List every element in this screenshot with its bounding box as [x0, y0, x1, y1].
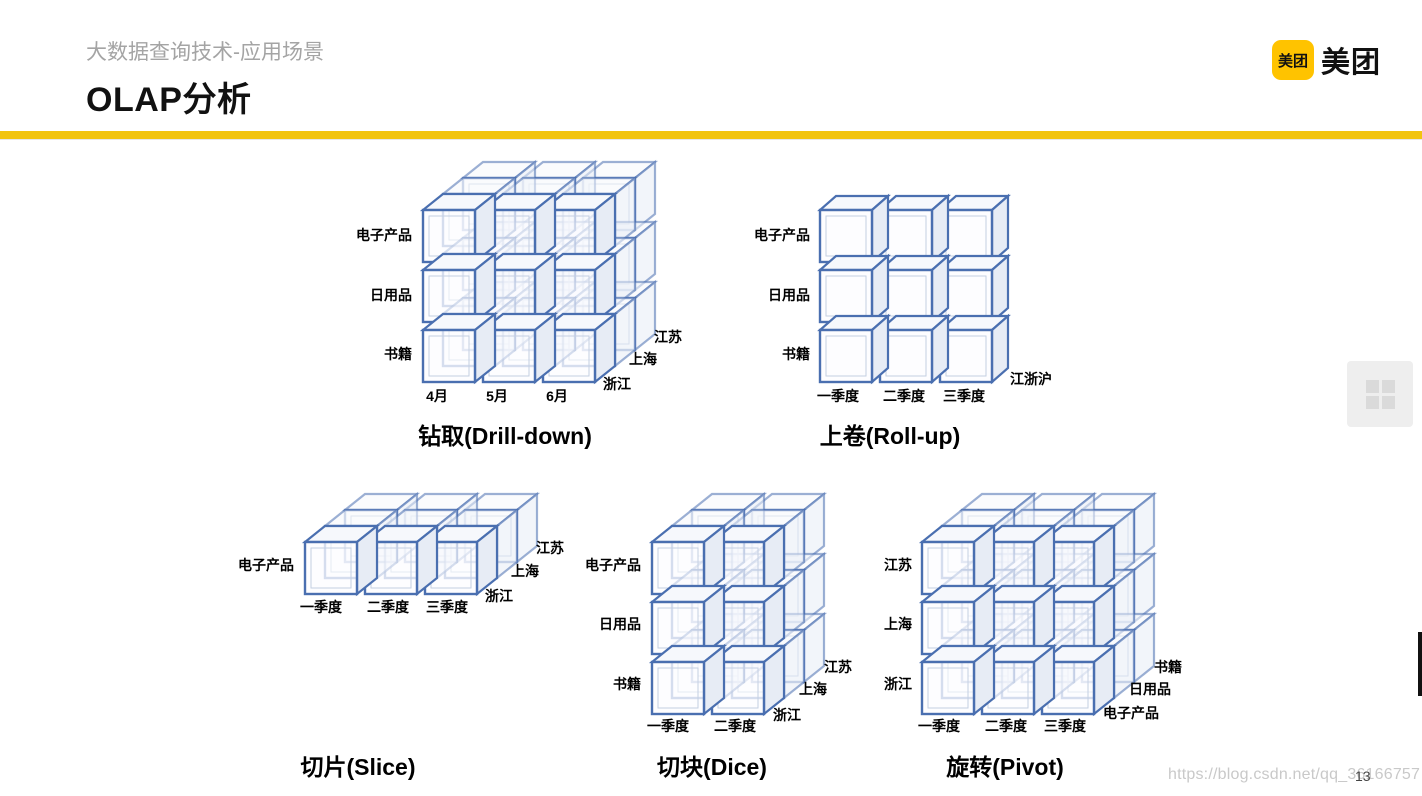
cube-cell: [937, 313, 1011, 385]
col-label: 5月: [486, 388, 508, 404]
col-label: 二季度: [367, 599, 410, 615]
header-accent-bar: [0, 131, 1422, 139]
depth-label: 上海: [629, 351, 657, 367]
depth-label: 日用品: [1129, 681, 1171, 697]
cube-cell: [817, 253, 891, 325]
cube-front-face: [650, 660, 706, 716]
cube-slice: [301, 491, 541, 597]
cube-cell: [817, 193, 891, 265]
cube-cell: [877, 313, 951, 385]
cube-front-face: [818, 268, 874, 324]
cube-inner-line: [657, 667, 699, 709]
page-number: 13: [1355, 768, 1371, 784]
cube-cell: [918, 523, 998, 597]
cube-cell: [648, 583, 728, 657]
cube-cell: [419, 311, 499, 385]
edge-scroll-marker: [1418, 632, 1422, 696]
depth-label: 江浙沪: [1010, 371, 1052, 387]
cube-roll-up: [817, 193, 1011, 385]
cube-cell: [817, 313, 891, 385]
cube-front-face: [920, 660, 976, 716]
row-label: 江苏: [884, 557, 912, 573]
cube-front-face: [818, 328, 874, 384]
logo-badge: 美团: [1272, 40, 1314, 80]
row-label: 日用品: [370, 287, 412, 303]
col-label: 4月: [426, 388, 448, 404]
depth-label: 浙江: [603, 376, 631, 392]
depth-label: 浙江: [485, 588, 513, 604]
col-label: 二季度: [714, 718, 757, 734]
grid-view-button[interactable]: [1347, 361, 1413, 427]
cube-cell: [708, 643, 788, 717]
logo-text: 美团: [1321, 47, 1382, 79]
depth-label: 书籍: [1154, 659, 1182, 675]
cube-inner-line: [428, 335, 470, 377]
cube-front-face: [818, 208, 874, 264]
cube-cell: [918, 583, 998, 657]
cube-pivot: [918, 491, 1158, 717]
cube-front-face: [421, 328, 477, 384]
cube-cell: [419, 191, 499, 265]
col-label: 一季度: [300, 599, 343, 615]
cube-cell: [479, 311, 559, 385]
row-label: 上海: [884, 616, 912, 632]
depth-label: 上海: [511, 563, 539, 579]
col-label: 三季度: [426, 599, 469, 615]
cube-inner-line: [927, 667, 969, 709]
cube-cell: [937, 193, 1011, 265]
cube-drill-down: [419, 159, 659, 385]
watermark: https://blog.csdn.net/qq_36166757: [1168, 766, 1421, 783]
cube-dice: [648, 491, 828, 717]
caption-dice: 切块(Dice): [657, 754, 767, 780]
col-label: 二季度: [985, 718, 1028, 734]
cube-cell: [877, 253, 951, 325]
col-label: 一季度: [647, 718, 690, 734]
col-label: 6月: [546, 388, 568, 404]
row-label: 日用品: [599, 616, 641, 632]
cube-cell: [978, 643, 1058, 717]
grid-icon: [1365, 379, 1395, 409]
row-label: 电子产品: [754, 227, 810, 243]
caption-roll-up: 上卷(Roll-up): [820, 423, 961, 449]
depth-label: 江苏: [654, 329, 682, 345]
cube-cell: [301, 523, 381, 597]
caption-drill-down: 钻取(Drill-down): [418, 423, 592, 449]
depth-label: 上海: [799, 681, 827, 697]
caption-slice: 切片(Slice): [300, 754, 415, 780]
depth-label: 江苏: [824, 659, 852, 675]
cube-cell: [648, 643, 728, 717]
depth-label: 电子产品: [1103, 705, 1159, 721]
col-label: 三季度: [943, 388, 986, 404]
caption-pivot: 旋转(Pivot): [946, 754, 1064, 780]
cube-inner-line: [825, 335, 867, 377]
cube-cell: [419, 251, 499, 325]
cube-cell: [877, 193, 951, 265]
col-label: 一季度: [918, 718, 961, 734]
row-label: 电子产品: [238, 557, 294, 573]
row-label: 书籍: [613, 676, 641, 692]
col-label: 三季度: [1044, 718, 1087, 734]
slide-subtitle: 大数据查询技术-应用场景: [86, 41, 324, 64]
cube-inner-line: [310, 547, 352, 589]
row-label: 电子产品: [356, 227, 412, 243]
col-label: 一季度: [817, 388, 860, 404]
cube-front-face: [303, 540, 359, 596]
row-label: 书籍: [782, 346, 810, 362]
row-label: 书籍: [384, 346, 412, 362]
cube-cell: [937, 253, 1011, 325]
header-divider: [0, 139, 1422, 140]
meituan-logo: 美团 美团: [1272, 40, 1381, 80]
row-label: 日用品: [768, 287, 810, 303]
row-label: 浙江: [884, 676, 912, 692]
depth-label: 江苏: [536, 540, 564, 556]
slide-title: OLAP分析: [86, 81, 252, 119]
cube-cell: [648, 523, 728, 597]
col-label: 二季度: [883, 388, 926, 404]
row-label: 电子产品: [585, 557, 641, 573]
depth-label: 浙江: [773, 707, 801, 723]
cube-cell: [918, 643, 998, 717]
